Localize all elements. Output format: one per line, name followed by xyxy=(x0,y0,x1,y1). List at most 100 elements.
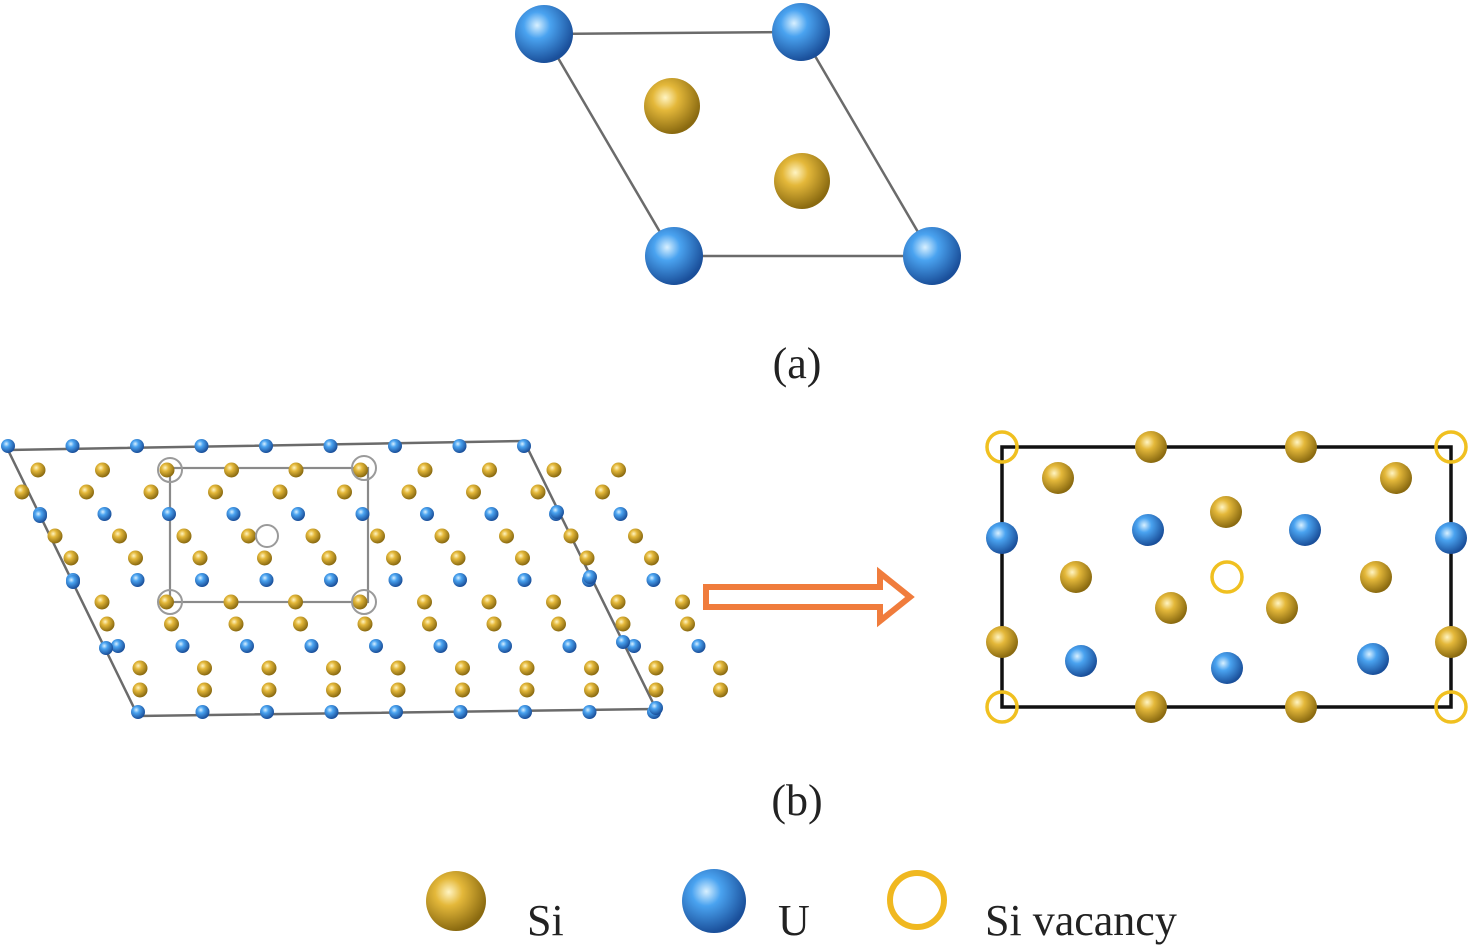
si-atom xyxy=(774,153,830,209)
si-atom xyxy=(326,682,341,698)
u-atom xyxy=(1357,643,1389,675)
u-atom xyxy=(583,570,597,584)
si-atom xyxy=(455,682,470,698)
legend: Si U Si vacancy xyxy=(426,869,1177,945)
si-atom xyxy=(486,616,502,632)
si-vacancy xyxy=(985,690,1019,724)
u-atom xyxy=(691,639,706,653)
u-atom xyxy=(194,439,209,453)
u-atom xyxy=(645,227,703,285)
si-atom xyxy=(30,462,46,478)
si-atom xyxy=(370,528,385,544)
si-atom xyxy=(337,484,352,500)
si-atom xyxy=(1060,561,1092,593)
u-atom xyxy=(369,639,383,653)
si-atom xyxy=(610,594,626,610)
si-atom xyxy=(450,550,466,566)
si-atom xyxy=(644,78,700,134)
si-atom xyxy=(159,594,174,610)
si-vacancy xyxy=(1434,690,1468,724)
si-atom xyxy=(466,484,481,500)
sub-cell-corner-ring xyxy=(351,455,377,481)
sub-cell-outline xyxy=(168,466,370,604)
si-atom xyxy=(192,550,208,566)
si-atom xyxy=(713,682,728,698)
si-atom xyxy=(675,594,690,610)
si-atom xyxy=(417,594,432,610)
si-atom xyxy=(563,528,579,544)
u-atom xyxy=(616,635,630,649)
defect-cell-outline xyxy=(1000,445,1453,709)
u-atom xyxy=(324,573,338,587)
u-atom xyxy=(1,439,15,453)
panel-a-unit-cell: (a) xyxy=(515,3,961,388)
si-atom xyxy=(1155,592,1187,624)
panel-b-defect-cell xyxy=(985,430,1468,724)
si-atom xyxy=(143,484,159,500)
si-atom xyxy=(99,616,115,632)
u-atom xyxy=(420,507,434,521)
u-atom xyxy=(130,573,145,587)
si-atom xyxy=(680,616,695,632)
si-atom xyxy=(515,550,530,566)
si-atom xyxy=(326,660,341,676)
si-atom xyxy=(499,528,514,544)
u-atom xyxy=(260,705,274,719)
u-atom xyxy=(518,705,532,719)
u-atom xyxy=(1132,514,1164,546)
u-atom xyxy=(240,639,254,653)
u-atom xyxy=(517,439,531,453)
si-atom xyxy=(546,462,562,478)
si-atom xyxy=(584,682,599,698)
u-atom xyxy=(515,5,573,63)
si-atom xyxy=(530,484,546,500)
si-atom xyxy=(47,528,63,544)
si-vacancy xyxy=(985,430,1019,464)
si-atom xyxy=(14,484,30,500)
panel-b-supercell xyxy=(1,439,728,719)
unit-cell-outline xyxy=(541,30,935,258)
si-atom xyxy=(648,682,664,698)
vacancy-site-ring xyxy=(255,524,279,548)
u-atom xyxy=(484,507,499,521)
si-atom xyxy=(644,550,659,566)
si-atom xyxy=(417,462,433,478)
si-atom xyxy=(261,660,277,676)
si-atom xyxy=(1135,691,1167,723)
si-atom xyxy=(261,682,277,698)
u-atom xyxy=(389,705,403,719)
u-atom xyxy=(259,439,273,453)
si-atom xyxy=(1210,496,1242,528)
u-atom xyxy=(453,705,468,719)
si-atom xyxy=(615,616,631,632)
si-atom xyxy=(482,462,497,478)
u-atom xyxy=(772,3,830,61)
u-atom xyxy=(324,705,339,719)
si-atom xyxy=(223,594,239,610)
si-atom xyxy=(713,660,728,676)
si-atom xyxy=(1380,462,1412,494)
si-atom xyxy=(164,616,179,632)
sub-cell-corner-ring xyxy=(157,457,183,483)
si-atom xyxy=(288,594,303,610)
si-atom xyxy=(272,484,288,500)
si-atom xyxy=(595,484,610,500)
u-atom xyxy=(131,705,145,719)
si-atom xyxy=(132,660,148,676)
si-atom xyxy=(176,528,192,544)
si-atom xyxy=(546,594,561,610)
u-atom xyxy=(65,439,80,453)
u-atom xyxy=(1065,645,1097,677)
u-atom xyxy=(452,439,467,453)
si-atom xyxy=(386,550,401,566)
u-atom xyxy=(1211,652,1243,684)
si-atom xyxy=(352,594,368,610)
u-atom xyxy=(323,439,338,453)
right-arrow xyxy=(703,566,915,628)
si-atom xyxy=(1360,561,1392,593)
si-vacancy xyxy=(1434,430,1468,464)
si-atom xyxy=(551,616,566,632)
u-atom xyxy=(433,639,448,653)
si-atom xyxy=(434,528,450,544)
u-atom xyxy=(304,639,319,653)
